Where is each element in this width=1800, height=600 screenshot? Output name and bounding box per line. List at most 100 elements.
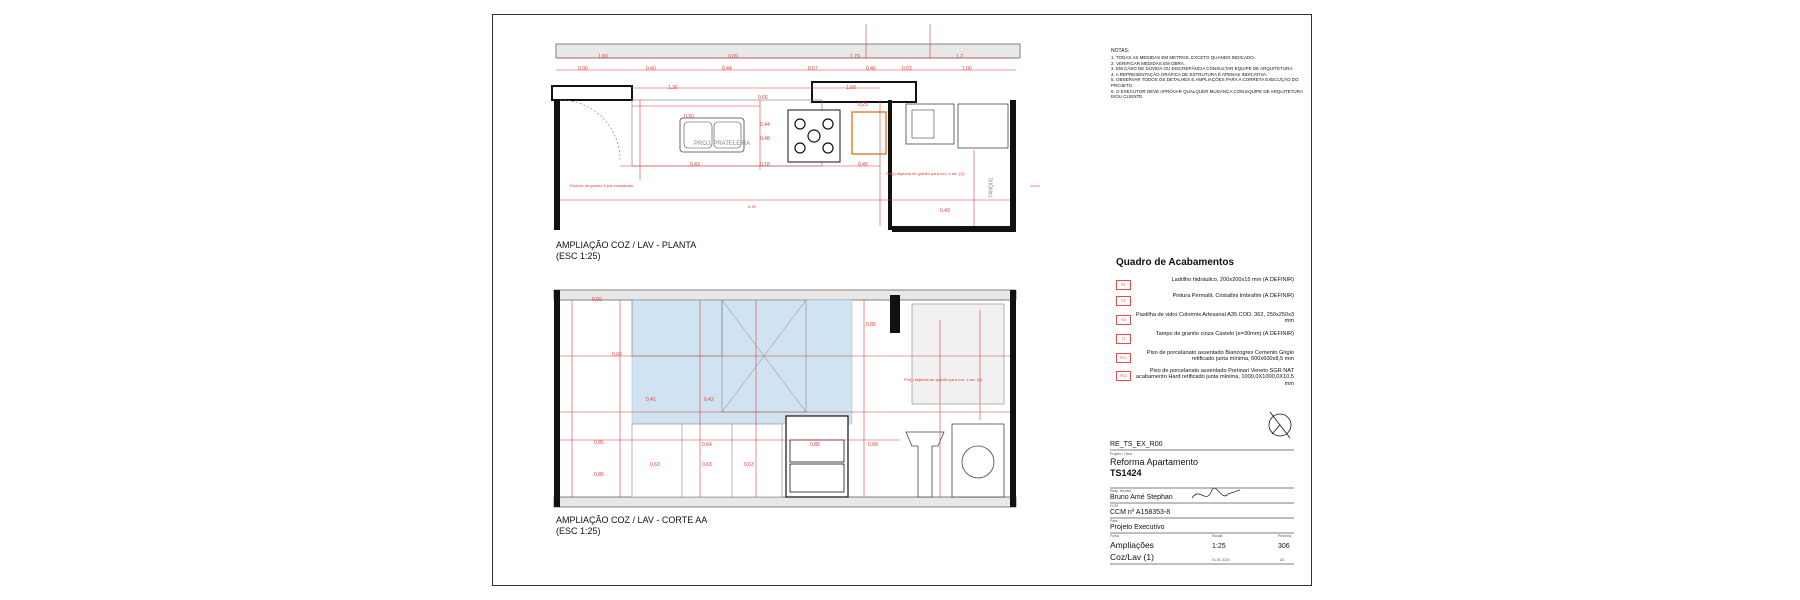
section-dim-inner-6: 0,63 bbox=[702, 462, 712, 468]
section-dim-inner-4: 0,88 bbox=[810, 442, 820, 448]
finish-desc: Pastilha de vidro Colormix Artesanal A35… bbox=[1136, 312, 1294, 325]
plan-title: AMPLIAÇÃO COZ / LAV - PLANTA bbox=[556, 240, 697, 250]
plan-dim-inner-2: 0,44 bbox=[760, 122, 770, 128]
plan-dim-inner-1: 0,30 bbox=[684, 114, 694, 120]
section-dim-left-4: 0,85 bbox=[594, 472, 604, 478]
burner-3 bbox=[794, 142, 806, 154]
finish-code: PC1 bbox=[1116, 353, 1131, 363]
section-view bbox=[553, 289, 1017, 508]
author-label: Resp. técnico bbox=[1110, 489, 1132, 493]
project-code: TS1424 bbox=[1110, 468, 1142, 478]
washer bbox=[951, 423, 1005, 498]
ccm-number: CCM nº A158353-8 bbox=[1110, 509, 1171, 516]
plan-dim-second-5: 0,46 bbox=[866, 66, 876, 72]
section-wall-left bbox=[554, 290, 560, 507]
finish-code: P1 bbox=[1116, 296, 1131, 306]
section-floor bbox=[553, 496, 1017, 508]
plan-dim-second-7: 1,00 bbox=[962, 66, 972, 72]
note-item: 3. EM CASO DE DÚVIDA OU DISCREPÂNCIA CON… bbox=[1111, 66, 1294, 72]
plan-scale: (ESC 1:25) bbox=[556, 251, 601, 261]
tiled-wall bbox=[631, 299, 853, 425]
section-note-right: Pra(i) taipinha de granito para coz. e l… bbox=[904, 377, 983, 382]
plan-partition bbox=[888, 100, 892, 230]
sink-bowl-2 bbox=[713, 121, 742, 149]
issue-date: 01.01.2020 bbox=[1212, 558, 1230, 562]
plan-dim-second-3: 0,44 bbox=[722, 66, 732, 72]
section-title: AMPLIAÇÃO COZ / LAV - CORTE AA bbox=[556, 515, 708, 525]
plan-dim-second-6: 0,63 bbox=[902, 66, 912, 72]
notes-list: 1. TODAS AS MEDIDAS EM METROS, EXCETO QU… bbox=[1111, 55, 1311, 100]
sink-bowl-1 bbox=[683, 121, 713, 149]
plan-note-right: Pra(i) taipinha de granito para coz. e l… bbox=[886, 171, 965, 176]
finish-desc: Piso de porcelanato assentado Portinari … bbox=[1136, 368, 1294, 387]
finish-desc: Pintura Permalit, Cristallini Imbrafim (… bbox=[1172, 293, 1294, 299]
plan-wall-top bbox=[555, 43, 1021, 59]
note-item: 1. TODAS AS MEDIDAS EM METROS, EXCETO QU… bbox=[1111, 55, 1256, 60]
washer-door bbox=[961, 445, 995, 479]
plan-dim-top-3: 1,79 bbox=[850, 54, 860, 60]
section-dim-inner-3: 0,64 bbox=[702, 442, 712, 448]
plan-dim-second-2: 0,40 bbox=[646, 66, 656, 72]
plan-dim-top-4: 1,2 bbox=[956, 54, 963, 60]
section-dim-inner-2: 0,42 bbox=[704, 397, 714, 403]
file-code: RE_TS_EX_R00 bbox=[1110, 441, 1163, 448]
burner-5 bbox=[807, 129, 821, 143]
section-dim-left-3: 0,85 bbox=[594, 440, 604, 446]
plan-dim-third-1: 1,36 bbox=[668, 85, 678, 91]
finish-code: R1 bbox=[1116, 280, 1131, 290]
finish-desc: Ladrilho hidráulico, 200x200x15 mm (A DE… bbox=[1171, 277, 1295, 283]
section-dimension-lines bbox=[560, 300, 1010, 497]
section-scale: (ESC 1:25) bbox=[556, 526, 601, 536]
finish-row: PC2 Piso de porcelanato assentado Portin… bbox=[1116, 368, 1294, 387]
door-swing bbox=[559, 99, 621, 161]
north-arrow-icon bbox=[1268, 411, 1292, 439]
finish-row: P1 Pintura Permalit, Cristallini Imbrafi… bbox=[1116, 293, 1294, 311]
project-name: Reforma Apartamento bbox=[1110, 457, 1199, 467]
section-dim-left-2: 0,60 bbox=[612, 352, 622, 358]
scale-label: Escala bbox=[1212, 534, 1223, 538]
finish-code: PC2 bbox=[1116, 371, 1131, 381]
plan-dim-top-1: 1,60 bbox=[598, 54, 608, 60]
section-dim-inner-1: 0,41 bbox=[646, 397, 656, 403]
plan-dim-second-4: 0,57 bbox=[808, 66, 818, 72]
sheet-title-2: Coz/Lav (1) bbox=[1110, 552, 1154, 562]
finish-row: R2 Pastilha de vidro Colormix Artesanal … bbox=[1116, 312, 1294, 330]
plan-wall-right bbox=[1010, 100, 1016, 230]
section-dim-left-1: 0,60 bbox=[592, 297, 602, 303]
finish-row: R1 Ladrilho hidráulico, 200x200x15 mm (A… bbox=[1116, 277, 1294, 295]
sheet-number: 306 bbox=[1278, 543, 1290, 550]
washing-machine bbox=[957, 103, 1009, 149]
sheet-label: Folha bbox=[1110, 534, 1119, 538]
plan-dim-inner-6: 0,25 bbox=[858, 102, 868, 108]
plan-dim-inner-8: 0,49 bbox=[940, 208, 950, 214]
note-item: 6. O EXECUTOR DEVE APROVAR QUALQUER MUDA… bbox=[1111, 88, 1303, 100]
plan-column-left bbox=[551, 85, 633, 101]
phase-label: Fase bbox=[1110, 519, 1118, 523]
plan-column-right bbox=[811, 81, 917, 103]
finish-code: R2 bbox=[1116, 315, 1131, 325]
plan-dim-inner-4: 0,43 bbox=[690, 162, 700, 168]
section-dim-inner-9: 0,68 bbox=[868, 442, 878, 448]
laundry-cabinet bbox=[911, 303, 1005, 405]
plan-dim-inner-3: 0,48 bbox=[760, 136, 770, 142]
signature bbox=[1191, 487, 1241, 499]
project-label: Projeto / Obra bbox=[1110, 452, 1132, 456]
section-beam bbox=[890, 295, 900, 333]
sheet-title-1: Ampliações bbox=[1110, 540, 1154, 550]
section-dim-inner-5: 0,63 bbox=[650, 462, 660, 468]
sheet-format: A3 bbox=[1280, 558, 1285, 562]
section-dim-inner-8: 0,88 bbox=[866, 322, 876, 328]
stove bbox=[785, 415, 849, 498]
laundry-sink-pedestal bbox=[905, 431, 945, 498]
stove-drawer bbox=[789, 463, 845, 493]
notes-title: NOTAS: bbox=[1111, 48, 1130, 54]
section-wall-right bbox=[1010, 290, 1016, 507]
orange-cabinet bbox=[851, 111, 887, 155]
finish-desc: Tampo de granito cinza Castelo (e=30mm) … bbox=[1155, 331, 1294, 337]
sheet-number-label: Prancha bbox=[1278, 534, 1292, 538]
plan-dim-top-2: 3,09 bbox=[728, 54, 738, 60]
floor-plan bbox=[551, 24, 1040, 232]
plan-dimension-lines bbox=[556, 24, 1040, 226]
finish-desc: Piso de porcelanato assentado Biancogres… bbox=[1146, 350, 1294, 363]
lower-cabinets bbox=[631, 423, 783, 498]
